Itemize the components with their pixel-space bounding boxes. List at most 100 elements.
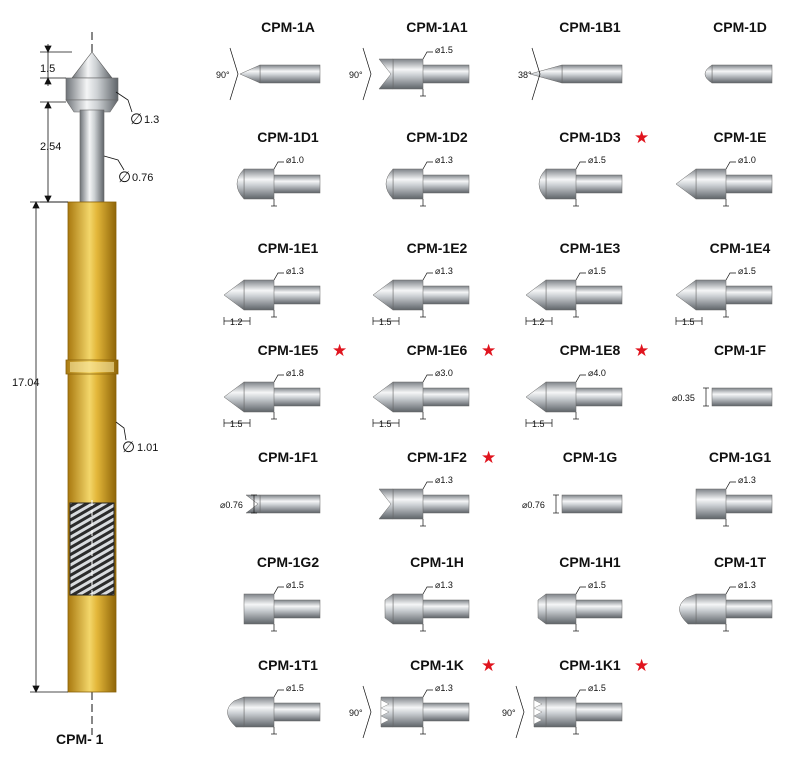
shaft <box>711 387 773 407</box>
tip-point <box>675 168 697 200</box>
diameter-callout: ⌀1.3 <box>435 155 453 165</box>
tip-cpm-1t1: CPM-1T1 ⌀1.5 <box>227 657 321 735</box>
tip-cpm-1e4: CPM-1E4⌀1.51.5 <box>675 240 773 327</box>
tip-head <box>545 381 577 413</box>
tip-cpm-1e3: CPM-1E3⌀1.51.2 <box>525 240 623 327</box>
tip-title: CPM-1E2 <box>407 240 468 256</box>
width-note: 1.2 <box>230 317 243 327</box>
tip-cpm-1e6: CPM-1E6★⌀3.01.5 <box>372 341 496 429</box>
tip-cpm-1f2: CPM-1F2★⌀1.3 <box>378 448 496 527</box>
diameter-callout: ⌀1.8 <box>286 368 304 378</box>
total-length-label: 17.04 <box>12 377 40 389</box>
tip-title: CPM-1G <box>563 449 618 465</box>
star-icon: ★ <box>634 341 649 360</box>
tip-head <box>392 488 424 520</box>
tip-title: CPM-1E5 <box>258 342 319 358</box>
tip-point <box>372 381 394 413</box>
tip-dome <box>227 696 245 728</box>
tip-head <box>243 593 275 625</box>
tip-title: CPM-1D1 <box>257 129 319 145</box>
tip-title: CPM-1E6 <box>407 342 468 358</box>
width-note: ⌀0.76 <box>522 500 545 510</box>
tip-cpm-1e2: CPM-1E2⌀1.31.5 <box>372 240 470 327</box>
diameter-callout: ⌀1.5 <box>286 580 304 590</box>
step-length-label: 2.54 <box>40 141 61 153</box>
tip-point <box>223 381 245 413</box>
tip-cpm-1t: CPM-1T ⌀1.3 <box>679 554 773 632</box>
tip-head <box>392 279 424 311</box>
tip-cpm-1g2: CPM-1G2⌀1.5 <box>243 554 321 632</box>
angle-lines <box>229 47 239 101</box>
tip-title: CPM-1T1 <box>258 657 318 673</box>
tip-point <box>525 381 547 413</box>
tip-cpm-1e5: CPM-1E5 ★ ⌀1.8 1.5 <box>223 341 347 429</box>
diameter-callout: ⌀1.5 <box>286 683 304 693</box>
tip-chamfer <box>384 593 394 625</box>
tip-cpm-1d1: CPM-1D1 ⌀1.0 <box>236 129 321 207</box>
tip-cpm-1d2: CPM-1D2⌀1.3 <box>385 129 470 207</box>
tip-cpm-1g: CPM-1G ⌀0.76 <box>522 449 623 514</box>
diameter-callout: ⌀1.0 <box>286 155 304 165</box>
tip-chamfer <box>537 593 547 625</box>
svg-text:∅: ∅ <box>130 111 143 128</box>
tip-cpm-1k1: CPM-1K1★90°⌀1.5 <box>502 656 649 739</box>
tip-head <box>243 168 275 200</box>
tip-cpm-1k: CPM-1K★90°⌀1.3 <box>349 656 496 739</box>
tip-grid: CPM-1A90°CPM-1A190°⌀1.5CPM-1B138°CPM-1DC… <box>216 19 773 739</box>
tip-title: CPM-1E8 <box>560 342 621 358</box>
width-note: 1.5 <box>682 317 695 327</box>
tip-cpm-1g1: CPM-1G1⌀1.3 <box>695 449 773 527</box>
plunger-diameter-label: 0.76 <box>132 172 153 184</box>
tip-cup <box>245 494 261 514</box>
tip-dome <box>679 593 697 625</box>
tip-head <box>243 279 275 311</box>
tip-cpm-1d3: CPM-1D3★⌀1.5 <box>538 128 649 207</box>
tip-title: CPM-1B1 <box>559 19 621 35</box>
diameter-callout: ⌀1.3 <box>435 475 453 485</box>
tip-title: CPM-1H <box>410 554 464 570</box>
tip-round <box>385 168 394 200</box>
tip-head <box>545 593 577 625</box>
tip-cpm-1d: CPM-1D <box>704 19 773 84</box>
star-icon: ★ <box>634 128 649 147</box>
angle-label: 90° <box>349 708 363 718</box>
tip-cpm-1h: CPM-1H ⌀1.3 <box>384 554 470 632</box>
tip-cpm-1e1: CPM-1E1⌀1.31.2 <box>223 240 321 327</box>
tip-point <box>525 279 547 311</box>
diameter-callout: ⌀1.5 <box>588 580 606 590</box>
tip-title: CPM-1T <box>714 554 767 570</box>
tip-cpm-1e8: CPM-1E8★⌀4.01.5 <box>525 341 649 429</box>
tip-head <box>392 168 424 200</box>
diameter-callout: ⌀1.5 <box>588 266 606 276</box>
dim-total-length <box>30 201 68 693</box>
diameter-callout: ⌀1.3 <box>286 266 304 276</box>
tip-point <box>529 64 563 84</box>
tip-title: CPM-1K1 <box>559 657 621 673</box>
tip-head <box>695 168 727 200</box>
tip-head <box>243 696 275 728</box>
plunger <box>79 109 105 203</box>
width-note: 1.5 <box>379 317 392 327</box>
tip-point <box>372 279 394 311</box>
diameter-callout: ⌀1.5 <box>588 683 606 693</box>
tip-point <box>239 64 261 84</box>
star-icon: ★ <box>332 341 347 360</box>
tip-round <box>704 64 713 84</box>
diameter-callout: ⌀1.3 <box>435 580 453 590</box>
diameter-callout: ⌀1.5 <box>738 266 756 276</box>
tip-point <box>223 279 245 311</box>
tip-head <box>545 168 577 200</box>
angle-label: 90° <box>216 70 230 80</box>
width-note: 1.5 <box>230 419 243 429</box>
probe-head <box>65 77 119 101</box>
star-icon: ★ <box>634 656 649 675</box>
shaft <box>259 64 321 84</box>
tip-title: CPM-1F2 <box>407 449 467 465</box>
tip-round <box>236 168 245 200</box>
diameter-callout: ⌀1.3 <box>738 580 756 590</box>
barrel-diameter-label: 1.01 <box>137 442 158 454</box>
angle-label: 90° <box>349 70 363 80</box>
tip-title: CPM-1E3 <box>560 240 621 256</box>
